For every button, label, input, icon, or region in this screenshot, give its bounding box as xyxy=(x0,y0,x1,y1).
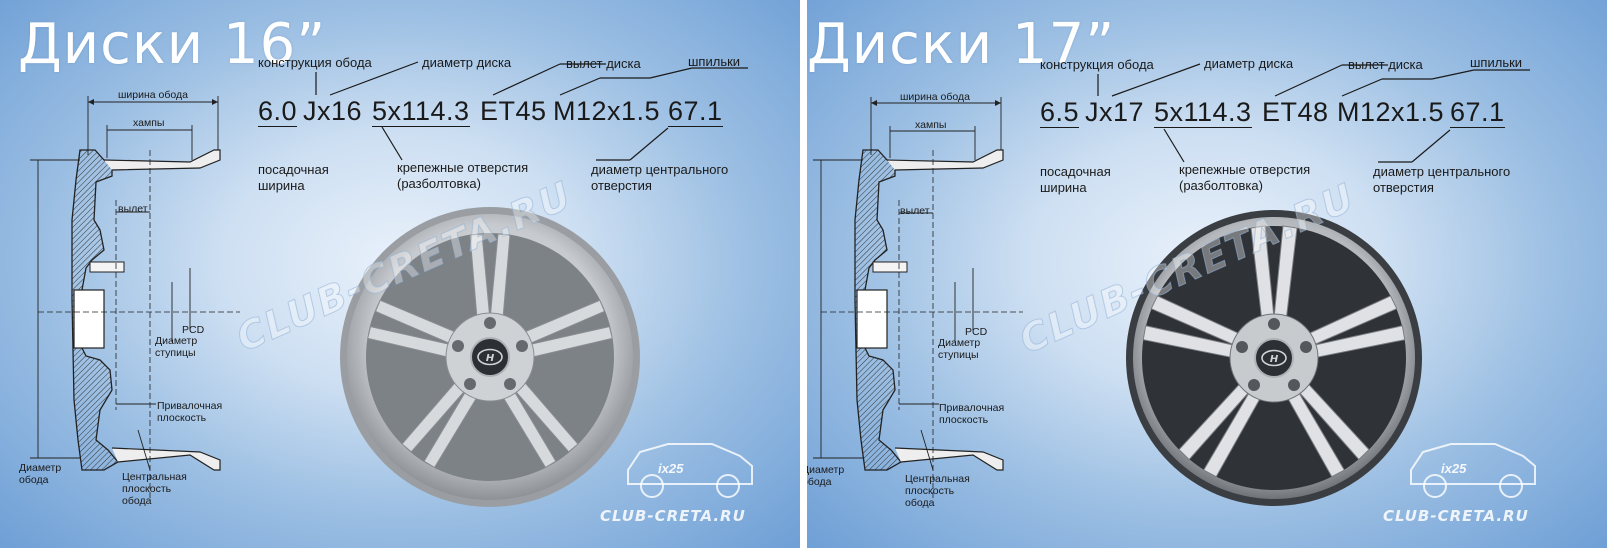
label-mount-plane-1: Привалочная xyxy=(157,400,223,412)
code-width: 6.5 xyxy=(1040,97,1080,128)
panel-title: Диски 17” xyxy=(807,12,1116,77)
label-center-bore-1: диаметр центрального xyxy=(1373,164,1511,179)
label-hub-diameter-2: ступицы xyxy=(938,349,979,361)
label-studs: шпильки xyxy=(688,54,741,69)
label-bolt-holes-2: (разболтовка) xyxy=(1179,178,1263,193)
label-hub-diameter-2: ступицы xyxy=(155,347,196,359)
label-hub-diameter-1: Диаметр xyxy=(155,335,198,347)
label-wheel-diameter: диаметр диска xyxy=(422,55,512,70)
label-bolt-holes-1: крепежные отверстия xyxy=(1179,162,1311,177)
logo-badge-text: ix25 xyxy=(658,461,684,476)
label-rim-construction: конструкция обода xyxy=(258,55,372,70)
label-mount-plane-2: плоскость xyxy=(157,412,207,424)
label-center-plane-3: обода xyxy=(905,497,935,509)
label-hub-diameter-1: Диаметр xyxy=(938,337,981,349)
panel-divider xyxy=(800,0,807,548)
label-center-bore-2: отверстия xyxy=(591,178,652,193)
code-pcd: 5x114.3 xyxy=(1154,97,1252,128)
wheel-16-illustration: H xyxy=(340,207,640,507)
label-rim-diameter-1: Диаметр xyxy=(19,462,62,474)
label-rim-diameter-2: обода xyxy=(807,476,832,488)
annotation-lines xyxy=(315,61,748,161)
label-bolt-holes-1: крепежные отверстия xyxy=(397,160,529,175)
label-humps: хампы xyxy=(133,117,165,129)
label-offset-diagram: вылет xyxy=(900,205,930,217)
car-logo-badge xyxy=(627,443,753,498)
code-stud: M12x1.5 xyxy=(553,96,661,126)
annotation-lines xyxy=(1097,63,1530,163)
code-dia: 67.1 xyxy=(1450,97,1505,128)
logo-badge-text: ix25 xyxy=(1441,461,1467,476)
code-pcd: 5x114.3 xyxy=(372,96,470,127)
label-seat-width-2: ширина xyxy=(258,178,305,193)
rim-cross-section xyxy=(813,97,1023,500)
car-logo-badge xyxy=(1410,443,1536,498)
label-rim-width: ширина обода xyxy=(118,89,188,101)
code-stud: M12x1.5 xyxy=(1337,97,1445,127)
code-jx: Jx16 xyxy=(303,96,363,126)
label-center-plane-3: обода xyxy=(122,495,152,507)
label-mount-plane-1: Привалочная xyxy=(939,402,1005,414)
label-pcd: PCD xyxy=(182,324,205,336)
code-et: ET48 xyxy=(1262,97,1329,127)
svg-text:H: H xyxy=(486,353,495,364)
label-seat-width-1: посадочная xyxy=(1040,164,1111,179)
wheel-17-illustration: H xyxy=(1126,210,1422,506)
label-humps: хампы xyxy=(915,119,947,131)
label-rim-diameter-1: Диаметр xyxy=(807,464,845,476)
label-rim-width: ширина обода xyxy=(900,91,970,103)
code-width: 6.0 xyxy=(258,96,298,127)
code-et: ET45 xyxy=(480,96,547,126)
label-offset-diagram: вылет xyxy=(118,203,148,215)
watermark-small: CLUB-CRETA.RU xyxy=(1383,507,1529,525)
svg-text:H: H xyxy=(1270,354,1279,365)
label-center-plane-1: Центральная xyxy=(905,473,970,485)
label-rim-construction: конструкция обода xyxy=(1040,57,1154,72)
panel-16-inch: Диски 16” конструкция обода диаметр диск… xyxy=(0,0,800,548)
label-center-bore-1: диаметр центрального xyxy=(591,162,729,177)
bottom-gap xyxy=(0,548,1614,560)
label-pcd: PCD xyxy=(965,326,988,338)
label-center-bore-2: отверстия xyxy=(1373,180,1434,195)
rim-cross-section xyxy=(30,96,240,500)
label-seat-width-2: ширина xyxy=(1040,180,1087,195)
label-mount-plane-2: плоскость xyxy=(939,414,989,426)
label-center-plane-1: Центральная xyxy=(122,471,187,483)
code-dia: 67.1 xyxy=(668,96,723,127)
panel-17-inch: Диски 17” конструкция обода диаметр диск… xyxy=(807,0,1607,548)
label-rim-diameter-2: обода xyxy=(19,474,49,486)
label-studs: шпильки xyxy=(1470,55,1523,70)
watermark-small: CLUB-CRETA.RU xyxy=(600,507,746,525)
label-seat-width-1: посадочная xyxy=(258,162,329,177)
label-center-plane-2: плоскость xyxy=(905,485,955,497)
label-wheel-diameter: диаметр диска xyxy=(1204,56,1294,71)
panel-title: Диски 16” xyxy=(18,12,327,77)
label-bolt-holes-2: (разболтовка) xyxy=(397,176,481,191)
label-center-plane-2: плоскость xyxy=(122,483,172,495)
code-jx: Jx17 xyxy=(1085,97,1145,127)
